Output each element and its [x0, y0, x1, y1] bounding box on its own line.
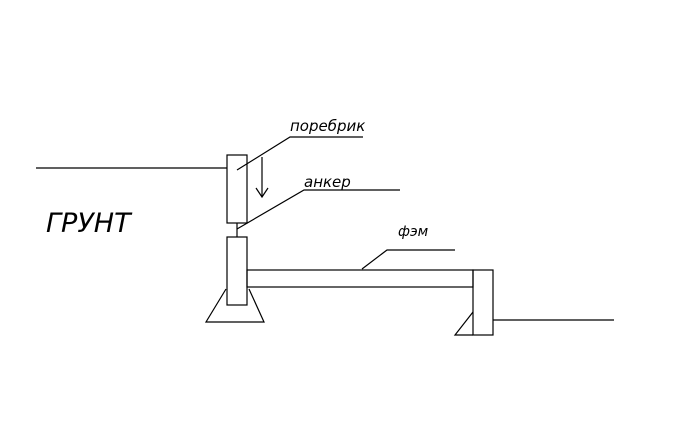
anchor-label: анкер [304, 173, 351, 191]
fem-beam [246, 269, 474, 288]
load-arrow-icon [255, 157, 269, 199]
lower-post [226, 236, 248, 306]
anchor-leader-line [236, 189, 400, 230]
right-support-triangle [453, 311, 474, 336]
fem-leader-line [361, 249, 455, 270]
curb-label: поребрик [290, 117, 365, 135]
soil-label: ГРУНТ [46, 208, 133, 239]
curb-leader-line [236, 136, 363, 171]
fem-label: фэм [398, 224, 429, 240]
left-support-triangle [204, 288, 265, 323]
right-post [472, 269, 494, 336]
